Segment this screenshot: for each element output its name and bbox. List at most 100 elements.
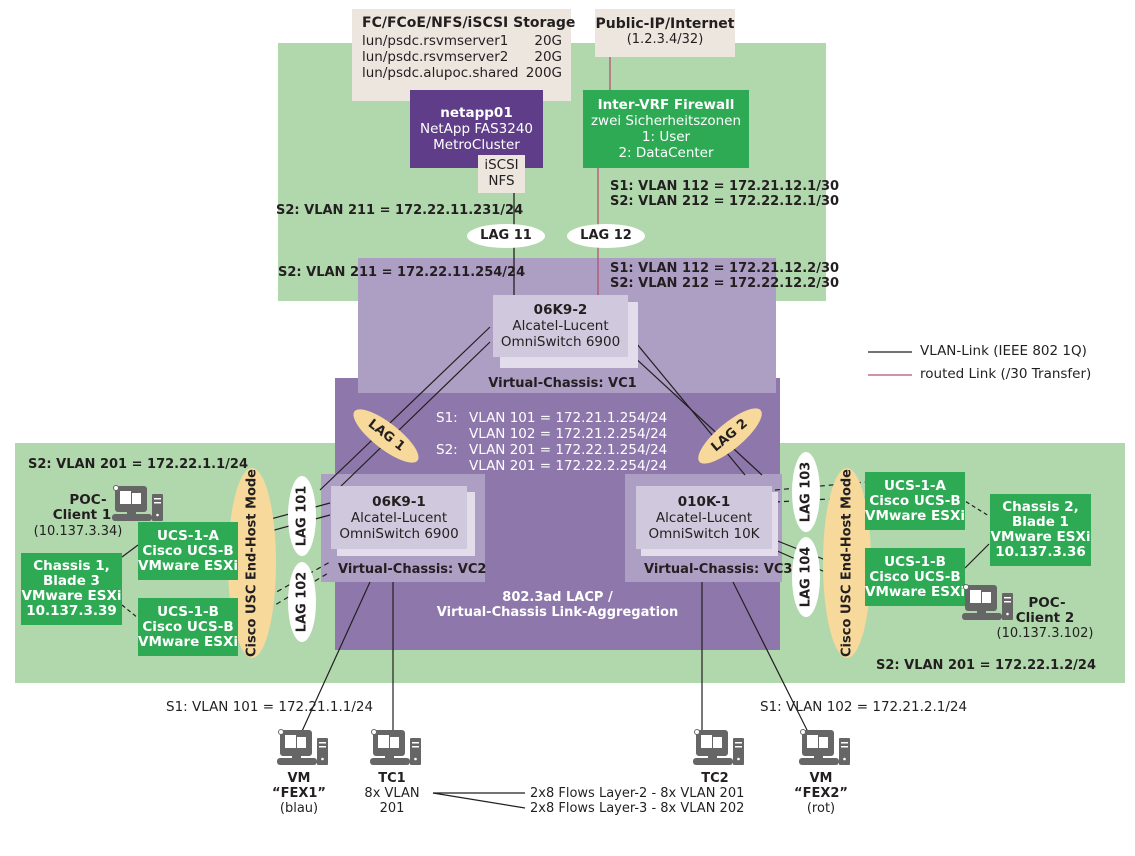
vc1-chassis-label: Virtual-Chassis: VC1	[488, 376, 637, 391]
flow-line-l3	[432, 792, 526, 809]
lun-name: lun/psdc.alupoc.shared	[362, 65, 519, 81]
core-vlan-row: VLAN 102 = 172.21.2.254/24	[469, 426, 668, 442]
ucs-left-b[interactable]: UCS-1-B Cisco UCS-B VMware ESXi	[138, 598, 238, 656]
ucs-left-a[interactable]: UCS-1-A Cisco UCS-B VMware ESXi	[138, 522, 238, 580]
link-vc1-vc2-b	[336, 341, 491, 491]
link-vc2-fex1	[297, 581, 371, 741]
client-line: 201	[379, 801, 405, 816]
core-vlan-list: S1:VLAN 101 = 172.21.1.254/24 VLAN 102 =…	[436, 410, 667, 474]
ucs-line: Cisco UCS-B	[142, 542, 234, 559]
switch-06k9-1[interactable]: 06K9-1 Alcatel-Lucent OmniSwitch 6900	[331, 486, 467, 549]
lag-104-oval[interactable]	[792, 537, 820, 617]
lag-103-oval[interactable]	[792, 452, 820, 532]
ucs-line: UCS-1-B	[884, 553, 946, 570]
switch-vendor: Alcatel-Lucent	[350, 509, 448, 526]
core-vlan-row: VLAN 201 = 172.22.2.254/24	[469, 458, 668, 474]
link-chassis2-ucs-b	[964, 543, 990, 569]
flow-layer3: 2x8 Flows Layer-3 - 8x VLAN 202	[530, 801, 745, 816]
legend-vlan-link: VLAN-Link (IEEE 802 1Q)	[920, 343, 1087, 359]
client-line: (blau)	[279, 801, 319, 816]
storage-box	[352, 9, 571, 101]
switch-vendor: Alcatel-Lucent	[512, 318, 609, 334]
ucs-line: UCS-1-B	[157, 603, 219, 620]
flow-layer2: 2x8 Flows Layer-2 - 8x VLAN 201	[530, 786, 745, 801]
tc2-computer-icon[interactable]	[691, 728, 747, 768]
switch-010k-1[interactable]: 010K-1 Alcatel-Lucent OmniSwitch 10K	[636, 486, 772, 549]
storage-title: FC/FCoE/NFS/iSCSI Storage	[362, 15, 576, 31]
link-vc1-vc3-b	[631, 354, 763, 476]
vc3-chassis-label: Virtual-Chassis: VC3	[644, 562, 793, 577]
vc2-chassis-label: Virtual-Chassis: VC2	[338, 562, 487, 577]
client-line: TC2	[701, 771, 729, 786]
ucs-line: Cisco UCS-B	[869, 568, 961, 585]
lag-102-oval[interactable]	[288, 562, 316, 642]
end-host-mode-label-right: Cisco USC End-Host Mode	[839, 469, 855, 657]
switch-vendor: Alcatel-Lucent	[655, 509, 753, 526]
chassis-line: VMware ESXi	[990, 529, 1091, 545]
chassis-1-blade-3[interactable]: Chassis 1, Blade 3 VMware ESXi 10.137.3.…	[21, 553, 122, 625]
end-host-mode-label-left: Cisco USC End-Host Mode	[244, 469, 260, 657]
vm-fex2-label: VM “FEX2” (rot)	[786, 771, 856, 816]
lun-name: lun/psdc.rsvmserver1	[362, 33, 509, 49]
netapp-model: NetApp FAS3240	[419, 121, 534, 137]
ucs-right-a[interactable]: UCS-1-A Cisco UCS-B VMware ESXi	[865, 472, 965, 530]
ucs-line: Cisco UCS-B	[142, 618, 234, 635]
netapp-vlan: S2: VLAN 211 = 172.22.11.231/24	[276, 203, 524, 218]
switch-name: 06K9-1	[372, 493, 426, 510]
tc1-label: TC1 8x VLAN 201	[357, 771, 427, 816]
link-chassis1-ucs-b	[121, 604, 139, 619]
ucs-line: VMware ESXi	[865, 507, 965, 524]
lag-101-label: LAG 101	[294, 485, 310, 547]
lun-size: 20G	[534, 49, 562, 65]
core-lacp-line: Virtual-Chassis Link-Aggregation	[436, 605, 679, 620]
poc-client-2-label: POC-	[1028, 595, 1066, 611]
lag-11-badge[interactable]: LAG 11	[467, 224, 545, 248]
firewall-line: 2: DataCenter	[618, 145, 714, 161]
lag-104-label: LAG 104	[798, 546, 814, 608]
client-line: “FEX1”	[272, 786, 326, 801]
ucs-line: Cisco UCS-B	[869, 492, 961, 509]
switch-name: 010K-1	[677, 493, 731, 510]
core-vlan-row: S1:VLAN 101 = 172.21.1.254/24	[436, 410, 668, 426]
link-vc1-vc2-a	[319, 326, 491, 491]
chassis-line: 10.137.3.36	[995, 544, 1086, 560]
vm-fex1-computer-icon[interactable]	[275, 728, 331, 768]
switch-name: 06K9-2	[533, 302, 588, 318]
legend-routed-link: routed Link (/30 Transfer)	[920, 366, 1092, 382]
tc1-computer-icon[interactable]	[368, 728, 424, 768]
vm-fex2-computer-icon[interactable]	[797, 728, 853, 768]
poc-client-2-ip: (10.137.3.102)	[996, 626, 1094, 641]
core-lacp-label: 802.3ad LACP / Virtual-Chassis Link-Aggr…	[420, 590, 695, 620]
netapp-protocols: iSCSI NFS	[478, 155, 525, 193]
client-line: “FEX2”	[794, 786, 848, 801]
lag-12-badge[interactable]: LAG 12	[567, 224, 645, 248]
vc1-vlan-s2: S2: VLAN 212 = 172.22.12.2/30	[610, 276, 840, 291]
client-line: VM	[809, 771, 833, 786]
switch-model: OmniSwitch 10K	[648, 525, 760, 542]
lag-102-label: LAG 102	[294, 571, 310, 633]
poc-client-2-label-2: Client 2	[1015, 610, 1075, 626]
chassis-line: Blade 1	[1012, 514, 1069, 530]
chassis-line: Blade 3	[43, 573, 100, 589]
chassis-2-blade-1[interactable]: Chassis 2, Blade 1 VMware ESXi 10.137.3.…	[990, 494, 1091, 566]
poc-client-1-computer-icon[interactable]	[110, 484, 166, 524]
client-line: VM	[287, 771, 311, 786]
fw-vlan-s1: S1: VLAN 112 = 172.21.12.1/30	[610, 179, 840, 194]
lag-103-label: LAG 103	[798, 461, 814, 523]
poc-client-2-computer-icon[interactable]	[960, 583, 1016, 623]
chassis-line: Chassis 2,	[1002, 499, 1079, 515]
chassis-line: VMware ESXi	[21, 588, 122, 604]
firewall-line: zwei Sicherheitszonen	[590, 113, 742, 129]
switch-06k9-2[interactable]: 06K9-2 Alcatel-Lucent OmniSwitch 6900	[493, 295, 628, 357]
internet-node[interactable]: Public-IP/Internet (1.2.3.4/32)	[595, 9, 735, 57]
firewall-node[interactable]: Inter-VRF Firewall zwei Sicherheitszonen…	[583, 90, 749, 168]
lun-name: lun/psdc.rsvmserver2	[362, 49, 509, 65]
lag-101-oval[interactable]	[288, 476, 316, 556]
client-line: (rot)	[806, 801, 836, 816]
client-line: 8x VLAN	[364, 786, 420, 801]
ucs-right-b[interactable]: UCS-1-B Cisco UCS-B VMware ESXi	[865, 548, 965, 606]
netapp-type: MetroCluster	[433, 137, 520, 153]
